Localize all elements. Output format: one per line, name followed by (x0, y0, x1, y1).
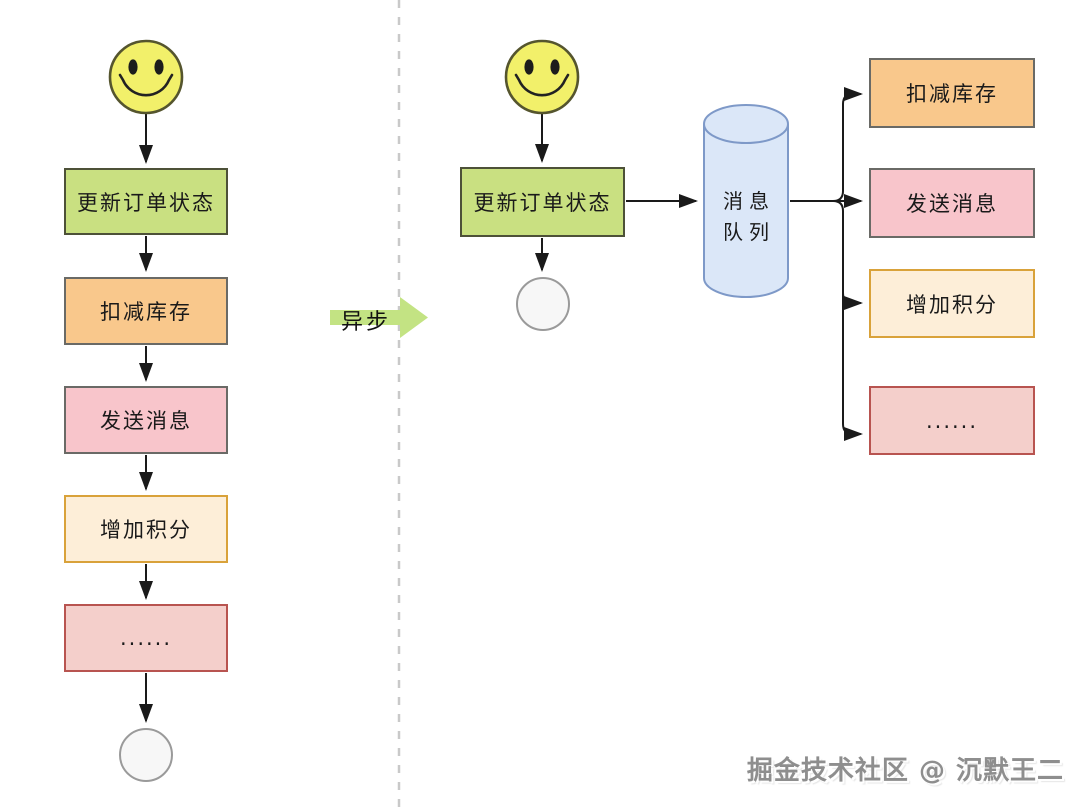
sync-flow-end-node (119, 728, 173, 782)
consumer-ellipsis: ...... (869, 386, 1035, 455)
message-queue-label-line1: 消息 (723, 189, 775, 213)
watermark-text: 掘金技术社区 @ 沉默王二 (746, 756, 1064, 786)
async-flow-end-node (516, 277, 570, 331)
user-smiley-icon (108, 39, 184, 115)
sync-step-deduct-inventory: 扣减库存 (64, 277, 228, 345)
async-step-update-order-status: 更新订单状态 (460, 167, 625, 237)
sync-step-ellipsis: ...... (64, 604, 228, 672)
async-transition-arrow-icon (330, 297, 428, 338)
message-queue-label: 消息 队列 (704, 184, 788, 250)
sync-step-send-message: 发送消息 (64, 386, 228, 454)
message-queue-cylinder-icon (703, 104, 789, 298)
sync-step-add-points: 增加积分 (64, 495, 228, 563)
consumer-add-points: 增加积分 (869, 269, 1035, 338)
consumer-deduct-inventory: 扣减库存 (869, 58, 1035, 128)
user-smiley-icon (504, 39, 580, 115)
async-flow-arrows (535, 87, 863, 441)
message-queue-label-line2: 队列 (723, 220, 775, 244)
consumer-send-message: 发送消息 (869, 168, 1035, 238)
sync-step-update-order-status: 更新订单状态 (64, 168, 228, 235)
async-transition-label: 异步 (340, 310, 391, 335)
